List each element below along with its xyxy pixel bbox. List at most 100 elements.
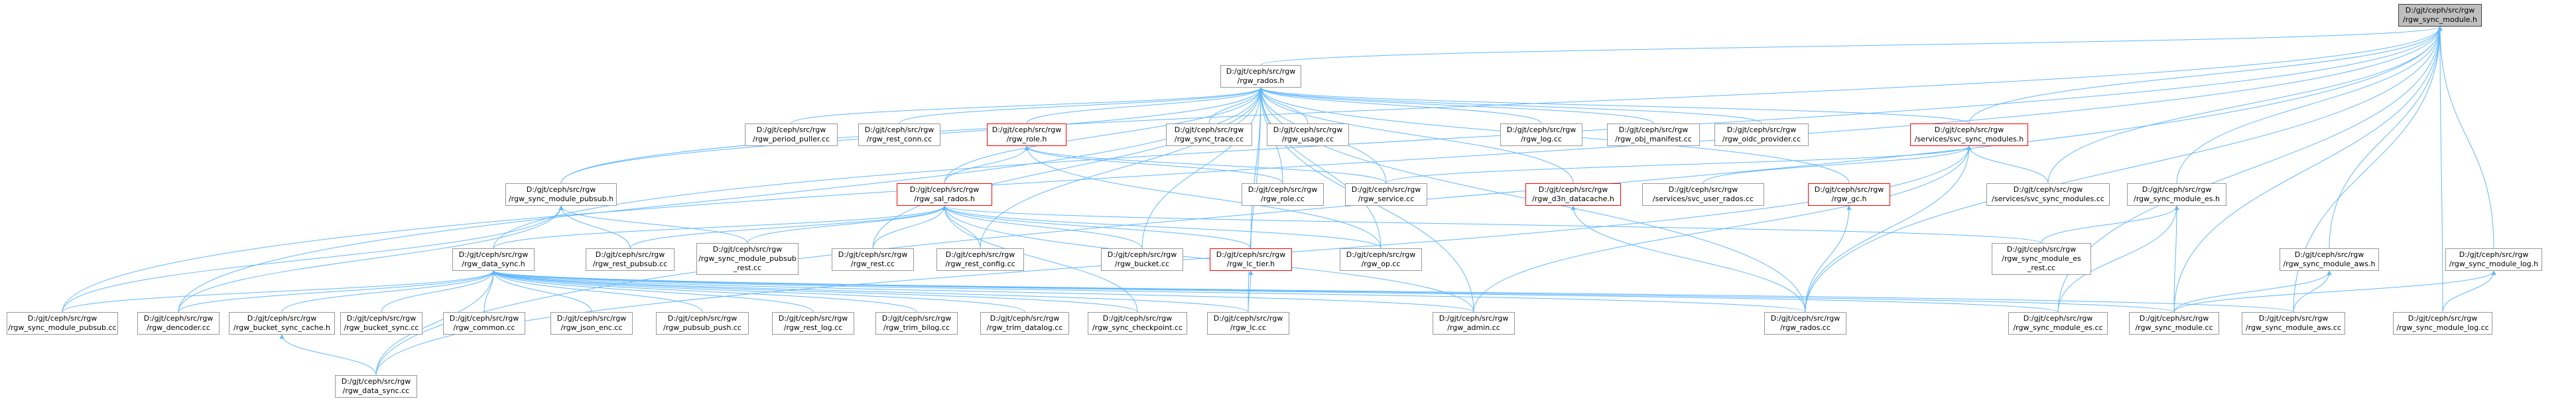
graph-node-aws-h[interactable]: D:/gjt/ceph/src/rgw/rgw_sync_module_aws.… [2280, 248, 2379, 271]
node-label-line: D:/gjt/ceph/src/rgw [247, 314, 317, 323]
graph-node-rest-config[interactable]: D:/gjt/ceph/src/rgw/rgw_rest_config.cc [936, 248, 1024, 271]
edge-rest-cc-to-sal-rados-h [872, 205, 947, 249]
node-label-line: /rgw_data_sync.cc [342, 386, 410, 395]
graph-node-svc-sync-modules-h[interactable]: D:/gjt/ceph/src/rgw/services/svc_sync_mo… [1910, 123, 2028, 146]
edge-d3n-to-rados-h [1258, 87, 1574, 184]
graph-node-pubsub-cc[interactable]: D:/gjt/ceph/src/rgw/rgw_sync_module_pubs… [7, 312, 118, 335]
graph-node-json-enc[interactable]: D:/gjt/ceph/src/rgw/rgw_json_enc.cc [550, 312, 633, 335]
node-label-line: D:/gjt/ceph/src/rgw [1538, 185, 1608, 194]
graph-node-es-h[interactable]: D:/gjt/ceph/src/rgw/rgw_sync_module_es.h [2127, 183, 2226, 206]
edge-dencoder-to-pubsub-h [178, 205, 564, 313]
node-label-line: /rgw_oidc_provider.cc [1722, 135, 1801, 143]
graph-node-data-sync-h[interactable]: D:/gjt/ceph/src/rgw/rgw_data_sync.h [452, 248, 535, 271]
graph-node-svc-sync-modules-cc[interactable]: D:/gjt/ceph/src/rgw/services/svc_sync_mo… [1986, 183, 2110, 206]
node-label-line: D:/gjt/ceph/src/rgw [1770, 314, 1840, 323]
node-label-line: _rest.cc [733, 264, 762, 272]
graph-node-log[interactable]: D:/gjt/ceph/src/rgw/rgw_log.cc [1500, 123, 1582, 146]
edge-data-sync-cc-to-bucket-sync-cache [279, 334, 377, 376]
node-label-line: D:/gjt/ceph/src/rgw [2142, 185, 2212, 194]
graph-node-rest-pubsub[interactable]: D:/gjt/ceph/src/rgw/rgw_rest_pubsub.cc [586, 248, 675, 271]
graph-node-bucket-sync-cache[interactable]: D:/gjt/ceph/src/rgw/rgw_bucket_sync_cach… [229, 312, 335, 335]
graph-node-es-rest[interactable]: D:/gjt/ceph/src/rgw/rgw_sync_module_es_r… [1992, 243, 2091, 275]
node-label-line: /rgw_rados.cc [1780, 323, 1831, 332]
graph-node-aws-cc[interactable]: D:/gjt/ceph/src/rgw/rgw_sync_module_aws.… [2242, 312, 2345, 335]
graph-node-sal-rados-h[interactable]: D:/gjt/ceph/src/rgw/rgw_sal_rados.h [897, 183, 992, 206]
graph-node-root[interactable]: D:/gjt/ceph/src/rgw/rgw_sync_module.h [2398, 4, 2482, 27]
edge-rest-cc-to-rados-h [872, 87, 1263, 249]
graph-node-pubsub-push[interactable]: D:/gjt/ceph/src/rgw/rgw_pubsub_push.cc [656, 312, 749, 335]
graph-node-pubsub-rest[interactable]: D:/gjt/ceph/src/rgw/rgw_sync_module_pubs… [696, 243, 799, 275]
node-label-line: D:/gjt/ceph/src/rgw [2408, 314, 2478, 323]
node-label-line: D:/gjt/ceph/src/rgw [945, 250, 1015, 259]
graph-node-rest-cc[interactable]: D:/gjt/ceph/src/rgw/rgw_rest.cc [832, 248, 914, 271]
graph-node-trim-bilog[interactable]: D:/gjt/ceph/src/rgw/rgw_trim_bilog.cc [875, 312, 958, 335]
graph-node-es-cc[interactable]: D:/gjt/ceph/src/rgw/rgw_sync_module_es.c… [2008, 312, 2108, 335]
edge-svc-sync-modules-h-to-rados-h [1258, 87, 1970, 124]
node-label-line: /rgw_rados.h [1237, 76, 1285, 85]
node-label-line: /rgw_sync_module_pubsub.cc [8, 323, 117, 332]
graph-node-dencoder[interactable]: D:/gjt/ceph/src/rgw/rgw_dencoder.cc [137, 312, 220, 335]
node-label-line: D:/gjt/ceph/src/rgw [556, 314, 627, 323]
graph-node-role-h[interactable]: D:/gjt/ceph/src/rgw/rgw_role.h [987, 123, 1066, 146]
edge-role-h-to-rados-h [1026, 87, 1263, 124]
edge-log-h-to-root [2437, 26, 2494, 249]
graph-node-oidc-provider[interactable]: D:/gjt/ceph/src/rgw/rgw_oidc_provider.cc [1714, 123, 1809, 146]
edge-op-cc-to-rados-h [1258, 87, 1382, 249]
node-label-line: D:/gjt/ceph/src/rgw [712, 245, 783, 254]
node-label-line: D:/gjt/ceph/src/rgw [1102, 314, 1173, 323]
graph-node-gc-h[interactable]: D:/gjt/ceph/src/rgw/rgw_gc.h [1808, 183, 1890, 206]
edge-role-cc-to-role-h [1024, 145, 1283, 184]
node-label-line: D:/gjt/ceph/src/rgw [1226, 67, 1296, 76]
node-label-line: /rgw_sync_module_es [2002, 254, 2081, 263]
graph-node-trim-datalog[interactable]: D:/gjt/ceph/src/rgw/rgw_trim_datalog.cc [980, 312, 1069, 335]
edge-sal-rados-h-to-role-h [944, 145, 1029, 184]
graph-node-sync-trace[interactable]: D:/gjt/ceph/src/rgw/rgw_sync_trace.cc [1166, 123, 1252, 146]
graph-node-lc-tier-h[interactable]: D:/gjt/ceph/src/rgw/rgw_lc_tier.h [1210, 248, 1292, 271]
edge-rados-cc-to-data-sync-h [491, 270, 1806, 313]
graph-node-period-puller[interactable]: D:/gjt/ceph/src/rgw/rgw_period_puller.cc [745, 123, 838, 146]
graph-node-rados-cc[interactable]: D:/gjt/ceph/src/rgw/rgw_rados.cc [1764, 312, 1846, 335]
node-label-line: D:/gjt/ceph/src/rgw [1934, 125, 2004, 134]
graph-node-module-cc[interactable]: D:/gjt/ceph/src/rgw/rgw_sync_module.cc [2129, 312, 2219, 335]
graph-node-log-h[interactable]: D:/gjt/ceph/src/rgw/rgw_sync_module_log.… [2445, 248, 2542, 271]
graph-node-sync-checkpoint[interactable]: D:/gjt/ceph/src/rgw/rgw_sync_checkpoint.… [1088, 312, 1187, 335]
node-label-line: D:/gjt/ceph/src/rgw [909, 185, 980, 194]
graph-node-rados-h[interactable]: D:/gjt/ceph/src/rgw/rgw_rados.h [1220, 65, 1301, 88]
graph-node-usage[interactable]: D:/gjt/ceph/src/rgw/rgw_usage.cc [1267, 123, 1349, 146]
node-label-line: /rgw_trim_bilog.cc [883, 323, 950, 332]
graph-node-svc-user-rados[interactable]: D:/gjt/ceph/src/rgw/services/svc_user_ra… [1642, 183, 1764, 206]
node-label-line: D:/gjt/ceph/src/rgw [1439, 314, 1509, 323]
graph-node-rest-log[interactable]: D:/gjt/ceph/src/rgw/rgw_rest_log.cc [772, 312, 854, 335]
node-label-line: D:/gjt/ceph/src/rgw [990, 314, 1060, 323]
graph-node-service-cc[interactable]: D:/gjt/ceph/src/rgw/rgw_service.cc [1345, 183, 1427, 206]
node-label-line: /rgw_role.h [1006, 135, 1047, 143]
graph-node-log-cc[interactable]: D:/gjt/ceph/src/rgw/rgw_sync_module_log.… [2393, 312, 2492, 335]
graph-node-pubsub-h[interactable]: D:/gjt/ceph/src/rgw/rgw_sync_module_pubs… [505, 183, 617, 206]
graph-node-bucket-sync-cc[interactable]: D:/gjt/ceph/src/rgw/rgw_bucket_sync.cc [340, 312, 422, 335]
node-label-line: /rgw_dencoder.cc [147, 323, 210, 332]
node-label-line: /rgw_data_sync.h [462, 260, 525, 268]
node-label-line: D:/gjt/ceph/src/rgw [526, 185, 596, 194]
node-label-line: D:/gjt/ceph/src/rgw [2013, 185, 2083, 194]
graph-node-role-cc[interactable]: D:/gjt/ceph/src/rgw/rgw_role.cc [1242, 183, 1324, 206]
node-label-line: /rgw_pubsub_push.cc [663, 323, 741, 332]
edge-oidc-provider-to-rados-h [1258, 87, 1762, 124]
graph-node-data-sync-cc[interactable]: D:/gjt/ceph/src/rgw/rgw_data_sync.cc [335, 375, 417, 398]
edge-es-cc-to-root [2057, 26, 2443, 313]
node-label-line: /rgw_bucket_sync_cache.h [233, 323, 330, 332]
graph-node-obj-manifest[interactable]: D:/gjt/ceph/src/rgw/rgw_obj_manifest.cc [1607, 123, 1700, 146]
node-label-line: /rgw_rest.cc [850, 260, 895, 268]
graph-node-lc-cc[interactable]: D:/gjt/ceph/src/rgw/rgw_lc.cc [1207, 312, 1289, 335]
graph-node-bucket-cc[interactable]: D:/gjt/ceph/src/rgw/rgw_bucket.cc [1101, 248, 1183, 271]
node-label-line: D:/gjt/ceph/src/rgw [2405, 6, 2475, 15]
edge-es-rest-to-sal-rados-h [942, 205, 2042, 244]
graph-node-common[interactable]: D:/gjt/ceph/src/rgw/rgw_common.cc [443, 312, 525, 335]
graph-node-admin-cc[interactable]: D:/gjt/ceph/src/rgw/rgw_admin.cc [1433, 312, 1515, 335]
node-label-line: D:/gjt/ceph/src/rgw [2006, 245, 2077, 254]
edge-bucket-sync-cc-to-data-sync-h [381, 270, 496, 313]
node-label-line: D:/gjt/ceph/src/rgw [1107, 250, 1177, 259]
graph-node-d3n[interactable]: D:/gjt/ceph/src/rgw/rgw_d3n_datacache.h [1525, 183, 1621, 206]
graph-node-op-cc[interactable]: D:/gjt/ceph/src/rgw/rgw_op.cc [1340, 248, 1422, 271]
graph-node-rest-conn[interactable]: D:/gjt/ceph/src/rgw/rgw_rest_conn.cc [858, 123, 940, 146]
